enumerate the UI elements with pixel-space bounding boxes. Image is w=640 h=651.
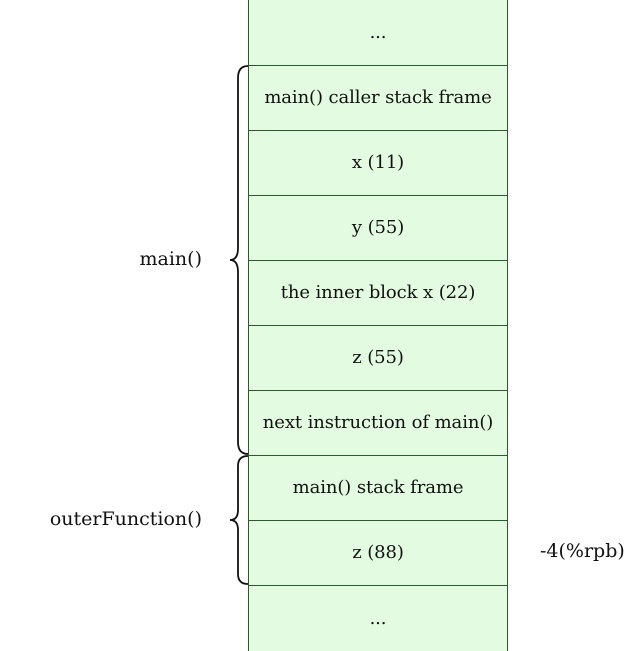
main-brace xyxy=(229,65,249,455)
stack-cell-inner-block-x: the inner block x (22) xyxy=(280,282,476,303)
stack-cell-main-frame: main() stack frame xyxy=(292,477,464,498)
main-label: main() xyxy=(139,248,202,270)
stack-divider xyxy=(249,455,507,456)
bottom-ellipsis: ... xyxy=(369,607,387,629)
outer-function-brace xyxy=(229,455,249,585)
stack-divider xyxy=(249,260,507,261)
stack-divider xyxy=(249,585,507,586)
stack-divider xyxy=(249,130,507,131)
outer-function-label: outerFunction() xyxy=(49,508,202,530)
stack-cell-next-instruction: next instruction of main() xyxy=(262,412,494,433)
stack-cell-main-caller-frame: main() caller stack frame xyxy=(264,87,492,108)
stack-cell-z-main: z (55) xyxy=(352,347,404,368)
stack-divider xyxy=(249,65,507,66)
stack-cell-y: y (55) xyxy=(351,217,405,238)
stack-diagram: ... main() caller stack frame x (11) y (… xyxy=(248,0,508,651)
stack-cell-z-outer: z (88) xyxy=(352,542,404,563)
top-ellipsis: ... xyxy=(369,22,387,43)
stack-divider xyxy=(249,325,507,326)
rbp-offset-label: -4(%rpb) xyxy=(540,540,625,562)
stack-divider xyxy=(249,520,507,521)
stack-divider xyxy=(249,195,507,196)
stack-divider xyxy=(249,390,507,391)
stack-cell-x: x (11) xyxy=(351,152,405,173)
